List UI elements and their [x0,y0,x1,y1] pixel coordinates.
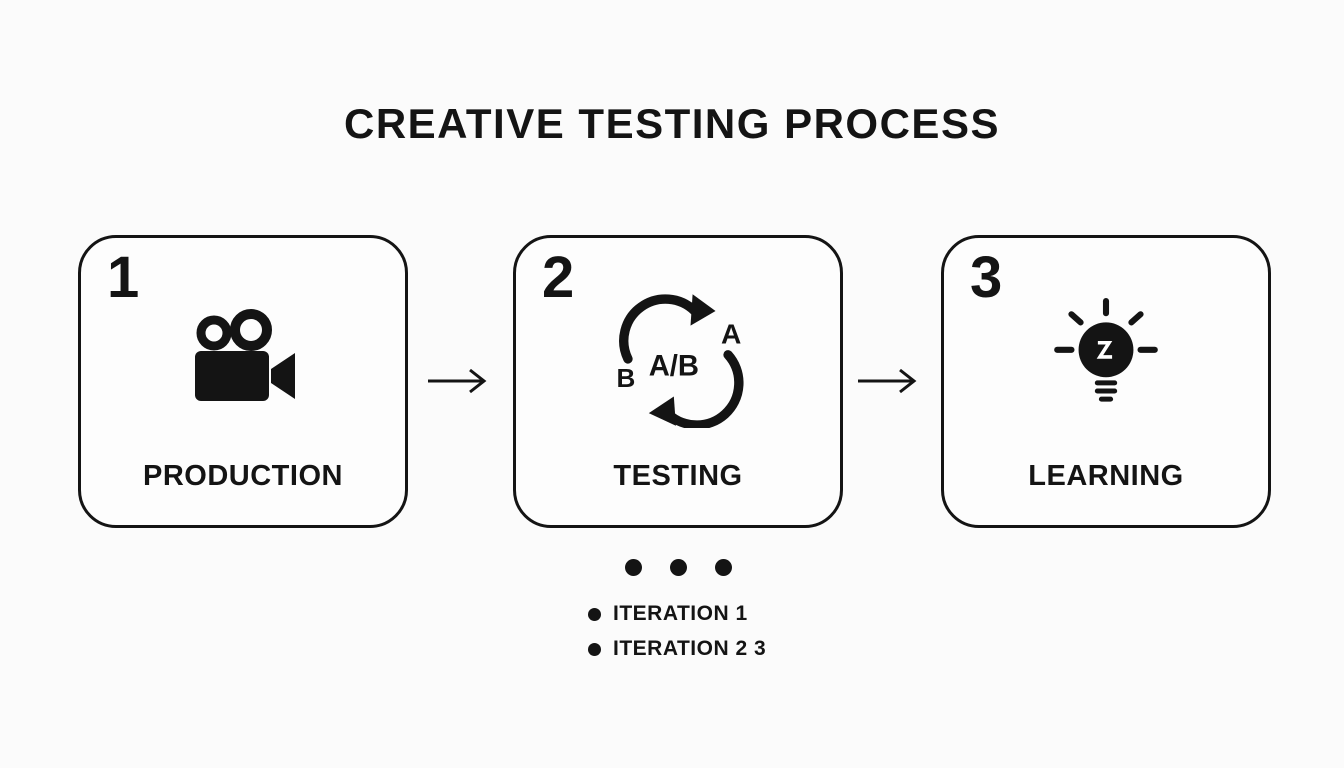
step-card-testing: 2 A/B A B TESTING [513,235,843,528]
page-title: CREATIVE TESTING PROCESS [344,100,1000,147]
arrow-right-icon [856,366,922,396]
step-number: 1 [107,245,140,310]
step-label: PRODUCTION [143,460,343,492]
dot [714,559,732,576]
step-label: LEARNING [1028,460,1184,492]
step-label: TESTING [613,460,743,492]
ab-center-label: A/B [649,351,699,383]
video-camera-icon [81,290,405,430]
step-number: 3 [970,245,1003,310]
ab-test-cycle-icon: A/B A B [516,290,840,430]
step-number: 2 [542,245,575,310]
step-card-learning: 3 LEARNING [941,235,1271,528]
iteration-list: ITERATION 1 ITERATION 2 3 [588,602,766,661]
arrow-right-icon [426,366,492,396]
ab-top-right-label: A [721,318,741,349]
list-item: ITERATION 1 [588,602,766,626]
bullet-icon [588,642,601,656]
ab-left-label: B [616,363,635,393]
dot [624,559,642,576]
list-item: ITERATION 2 3 [588,637,766,661]
iteration-dots [513,559,843,576]
dot [669,559,687,576]
lightbulb-icon [944,290,1268,430]
iteration-label: ITERATION 2 3 [613,637,767,660]
step-card-production: 1 PRODUCTION [78,235,408,528]
iteration-label: ITERATION 1 [613,602,748,625]
bullet-icon [588,607,601,621]
